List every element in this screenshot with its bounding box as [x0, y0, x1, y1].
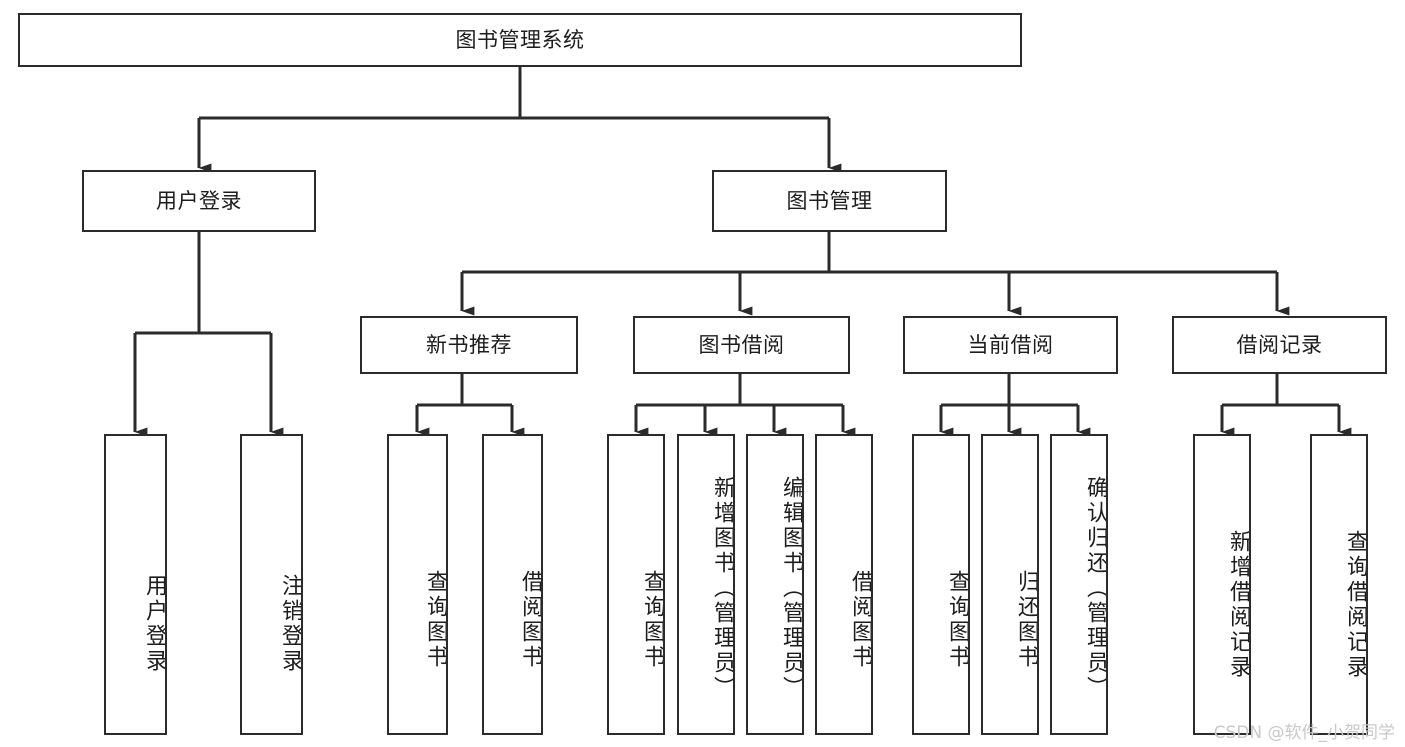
leaf-borrow-edit-book-admin-label: 编辑图书（管理员）: [779, 475, 804, 701]
leaf-recommend-borrow-book[interactable]: 借阅图书: [482, 434, 543, 735]
node-book-borrow-label: 图书借阅: [698, 332, 785, 357]
node-current-borrow-label: 当前借阅: [967, 332, 1054, 357]
node-book-management-label: 图书管理: [786, 188, 873, 213]
leaf-current-confirm-return-admin[interactable]: 确认归还（管理员）: [1050, 434, 1108, 735]
node-user-login-label: 用户登录: [156, 188, 242, 213]
leaf-current-return-book-label: 归还图书: [1014, 570, 1039, 670]
leaf-borrow-query-book[interactable]: 查询图书: [607, 434, 665, 735]
node-new-book-recommend[interactable]: 新书推荐: [360, 316, 578, 374]
leaf-borrow-borrow-book[interactable]: 借阅图书: [815, 434, 873, 735]
leaf-record-add-record-label: 新增借阅记录: [1226, 530, 1251, 680]
leaf-current-query-book[interactable]: 查询图书: [912, 434, 970, 735]
leaf-recommend-query-book[interactable]: 查询图书: [387, 434, 448, 735]
leaf-current-confirm-return-admin-label: 确认归还（管理员）: [1083, 475, 1108, 701]
leaf-record-add-record[interactable]: 新增借阅记录: [1193, 434, 1251, 735]
node-current-borrow[interactable]: 当前借阅: [903, 316, 1118, 374]
node-new-book-recommend-label: 新书推荐: [426, 332, 512, 357]
leaf-current-query-book-label: 查询图书: [945, 570, 970, 670]
leaf-borrow-add-book-admin[interactable]: 新增图书（管理员）: [677, 434, 735, 735]
node-root-system-label: 图书管理系统: [455, 27, 585, 52]
node-book-borrow[interactable]: 图书借阅: [633, 316, 850, 374]
leaf-record-query-record[interactable]: 查询借阅记录: [1310, 434, 1368, 735]
leaf-borrow-query-book-label: 查询图书: [640, 570, 665, 670]
leaf-borrow-borrow-book-label: 借阅图书: [848, 570, 873, 670]
leaf-record-query-record-label: 查询借阅记录: [1343, 530, 1368, 680]
leaf-user-login-login-label: 用户登录: [142, 573, 167, 674]
leaf-user-login-logout-label: 注销登录: [278, 573, 303, 674]
leaf-borrow-add-book-admin-label: 新增图书（管理员）: [710, 475, 735, 701]
node-borrow-record[interactable]: 借阅记录: [1172, 316, 1387, 374]
node-borrow-record-label: 借阅记录: [1236, 332, 1323, 357]
leaf-recommend-query-book-label: 查询图书: [423, 570, 448, 670]
leaf-recommend-borrow-book-label: 借阅图书: [518, 570, 543, 670]
node-book-management[interactable]: 图书管理: [712, 170, 947, 232]
leaf-user-login-logout[interactable]: 注销登录: [240, 434, 303, 735]
node-root-system[interactable]: 图书管理系统: [18, 13, 1022, 67]
leaf-current-return-book[interactable]: 归还图书: [981, 434, 1039, 735]
node-user-login[interactable]: 用户登录: [82, 170, 316, 232]
leaf-user-login-login[interactable]: 用户登录: [104, 434, 167, 735]
leaf-borrow-edit-book-admin[interactable]: 编辑图书（管理员）: [746, 434, 804, 735]
